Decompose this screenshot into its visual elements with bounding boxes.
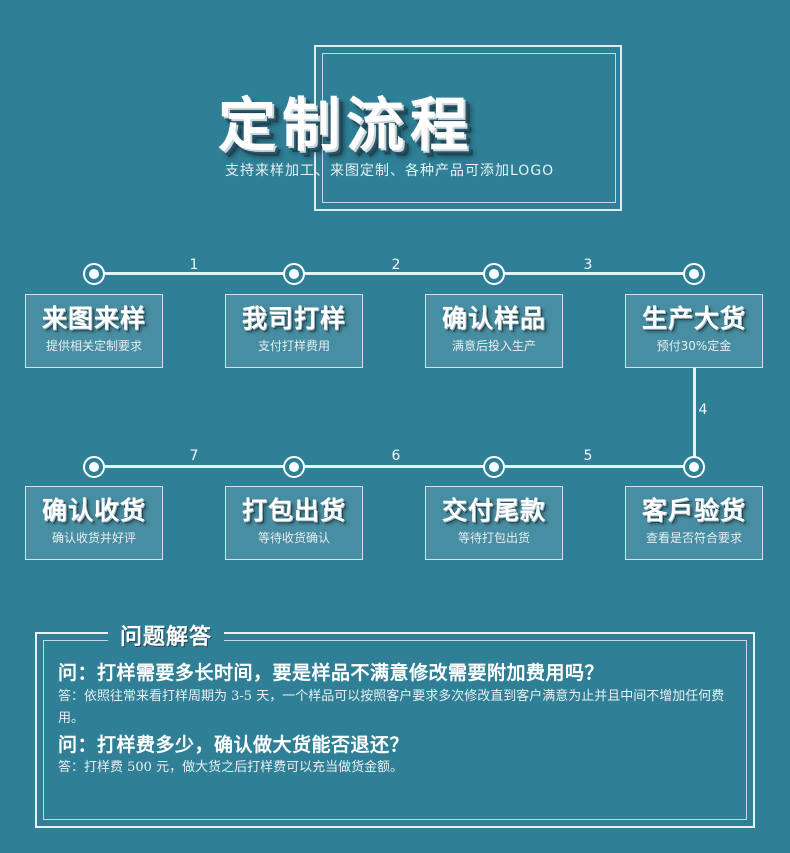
step-number: 1	[189, 257, 199, 273]
flow-node-5	[683, 456, 705, 478]
step-desc: 满意后投入生产	[451, 339, 536, 353]
page-title: 定制流程	[218, 91, 475, 159]
faq-answer: 答：打样费 500 元，做大货之后打样费可以充当做货金额。	[58, 760, 404, 775]
title-frame-inner	[322, 53, 616, 203]
step-desc: 提供相关定制要求	[45, 339, 142, 353]
step-title: 打包出货	[241, 496, 346, 525]
step-number: 3	[583, 257, 593, 273]
step-desc: 查看是否符合要求	[645, 531, 742, 545]
flow-line-row1	[94, 272, 695, 275]
step-title: 来图来样	[41, 304, 146, 333]
step-desc: 支付打样费用	[257, 339, 330, 353]
flow-node-4	[683, 263, 705, 285]
step-box-confirm-receipt: 确认收货 确认收货并好评	[25, 486, 163, 560]
flow-node-1	[83, 263, 105, 285]
step-number: 4	[698, 402, 708, 418]
faq-question: 问：打样费多少，确认做大货能否退还？	[58, 734, 410, 756]
step-title: 确认收货	[41, 496, 146, 525]
faq-title: 问题解答	[108, 619, 225, 651]
step-title: 客戶验货	[641, 496, 746, 525]
step-desc: 等待收货确认	[257, 531, 330, 545]
step-title: 确认样品	[441, 304, 546, 333]
step-desc: 预付30%定金	[656, 339, 732, 353]
step-box-final-payment: 交付尾款 等待打包出货	[425, 486, 563, 560]
step-title: 生产大货	[641, 304, 746, 333]
step-box-inspection: 客戶验货 查看是否符合要求	[625, 486, 763, 560]
step-box-send-design: 来图来样 提供相关定制要求	[25, 294, 163, 368]
title-frame-outer	[314, 45, 622, 211]
faq-frame-outer	[35, 632, 755, 828]
step-desc: 等待打包出货	[457, 531, 530, 545]
page-subtitle: 支持来样加工、来图定制、各种产品可添加LOGO	[225, 163, 555, 179]
faq-frame-inner	[43, 640, 747, 820]
step-number: 6	[391, 448, 401, 464]
step-number: 2	[391, 257, 401, 273]
step-title: 交付尾款	[441, 496, 546, 525]
step-box-sampling: 我司打样 支付打样费用	[225, 294, 363, 368]
flow-line-row2	[94, 465, 695, 468]
step-title: 我司打样	[241, 304, 346, 333]
step-number: 7	[189, 448, 199, 464]
flow-node-6	[483, 456, 505, 478]
flow-node-8	[83, 456, 105, 478]
step-number: 5	[583, 448, 593, 464]
step-box-confirm-sample: 确认样品 满意后投入生产	[425, 294, 563, 368]
flow-line-vertical	[693, 368, 696, 466]
step-box-packing: 打包出货 等待收货确认	[225, 486, 363, 560]
flow-node-2	[283, 263, 305, 285]
flow-node-7	[283, 456, 305, 478]
faq-question: 问：打样需要多长时间，要是样品不满意修改需要附加费用吗？	[58, 662, 605, 684]
faq-answer: 答：依照往常来看打样周期为 3-5 天，一个样品可以按照客户要求多次修改直到客户…	[58, 689, 725, 726]
step-desc: 确认收货并好评	[51, 531, 136, 545]
step-box-mass-production: 生产大货 预付30%定金	[625, 294, 763, 368]
flow-node-3	[483, 263, 505, 285]
